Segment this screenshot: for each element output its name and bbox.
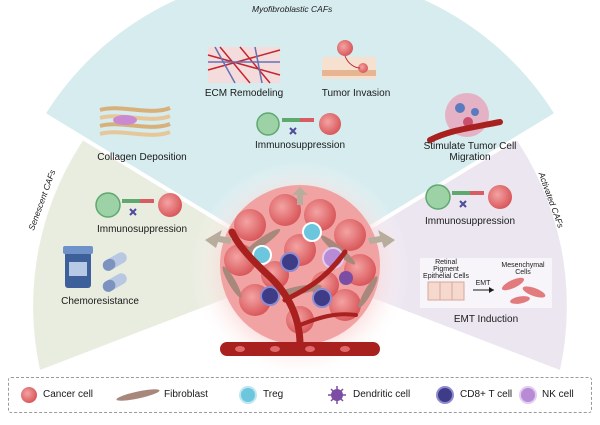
label-mesenchymal-1: Mesenchymal: [501, 262, 545, 269]
legend-box: Cancer cell Fibroblast Treg Dendritic ce…: [8, 377, 592, 413]
label-emt-arrow: EMT: [475, 280, 491, 287]
legend-nk-icon: [519, 386, 537, 404]
legend-fibroblast-icon: [116, 389, 160, 401]
top-sector: [45, 0, 555, 270]
legend-cd8-t-cell: CD8+ T cell: [460, 389, 513, 400]
arrow-right: [368, 230, 395, 248]
label-stimulate-migration-1: Stimulate Tumor Cell: [423, 141, 517, 152]
arrow-left: [205, 230, 232, 248]
label-retinal-2: Pigment: [433, 266, 459, 273]
label-chemoresistance: Chemoresistance: [61, 296, 139, 307]
emt-panel: [420, 258, 552, 308]
label-ecm-remodeling: ECM Remodeling: [204, 88, 284, 99]
immuno-icon-right: [425, 184, 512, 210]
label-mesenchymal-2: Cells: [515, 269, 531, 276]
legend-dendritic-cell: Dendritic cell: [353, 389, 411, 400]
legend-cancer-cell: Cancer cell: [43, 389, 94, 400]
label-retinal-3: Epithelial Cells: [423, 273, 469, 280]
label-stimulate-migration-2: Migration: [449, 152, 491, 163]
label-immuno-top: Immunosuppression: [254, 140, 346, 151]
arrow-up: [292, 187, 308, 205]
chemoresistance-icon: [63, 246, 127, 292]
label-collagen-deposition: Collagen Deposition: [97, 152, 187, 163]
collagen-deposition-icon: [99, 106, 171, 137]
legend-fibroblast: Fibroblast: [164, 389, 208, 400]
label-emt-induction: EMT Induction: [453, 314, 519, 325]
legend-treg-icon: [239, 386, 257, 404]
label-tumor-invasion: Tumor Invasion: [321, 88, 391, 99]
ecm-remodeling-icon: [207, 46, 281, 84]
immuno-icon-left: [95, 192, 182, 218]
tumor-vessels: [228, 228, 358, 349]
legend-dendritic-cell-icon: [328, 386, 346, 404]
legend-nk-cell: NK cell: [542, 389, 574, 400]
label-immuno-left: Immunosuppression: [96, 224, 188, 235]
section-title-top: Myofibroblastic CAFs: [252, 4, 333, 14]
label-immuno-right: Immunosuppression: [424, 216, 516, 227]
legend-treg: Treg: [263, 389, 284, 400]
label-retinal-1: Retinal: [435, 259, 457, 266]
legend-cd8-icon: [436, 386, 454, 404]
legend-cancer-cell-icon: [21, 387, 37, 403]
main-vessel: [220, 342, 380, 356]
migration-icon: [427, 93, 503, 143]
immuno-icon-top: [256, 112, 341, 136]
tumor-invasion-icon: [322, 40, 376, 79]
